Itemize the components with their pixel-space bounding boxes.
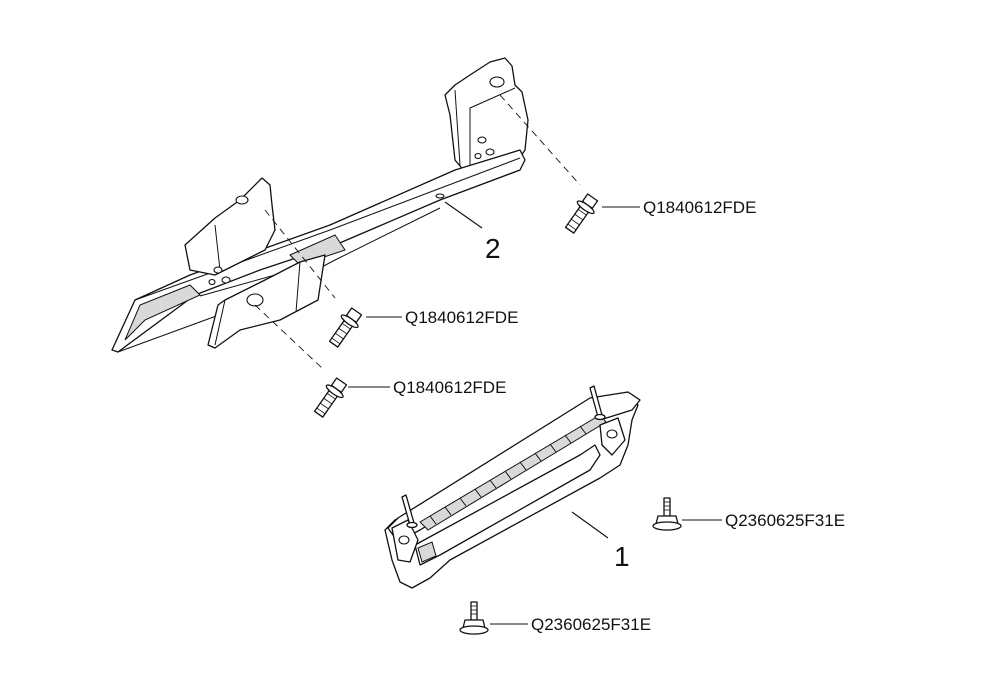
assembly-line-lower bbox=[254, 304, 323, 369]
leader-part-1 bbox=[571, 511, 609, 539]
handle-stud-right bbox=[589, 385, 606, 421]
bolt-middle bbox=[328, 307, 363, 348]
fastener-code-middle: Q1840612FDE bbox=[405, 308, 518, 327]
part-number-2: 2 bbox=[485, 233, 501, 264]
nut-bottom bbox=[459, 601, 489, 635]
fastener-code-upper-right: Q1840612FDE bbox=[643, 198, 756, 217]
assembly-line-upper-right bbox=[499, 94, 581, 186]
fastener-code-lower: Q1840612FDE bbox=[393, 378, 506, 397]
nut-right bbox=[652, 497, 682, 531]
part-number-1: 1 bbox=[614, 541, 630, 572]
bracket-part-2 bbox=[111, 57, 529, 353]
bolt-lower bbox=[313, 377, 348, 418]
handle-part-1 bbox=[384, 385, 641, 589]
assembly-line-middle bbox=[264, 209, 336, 299]
handle-stud-left bbox=[401, 494, 418, 529]
bolt-upper-right bbox=[564, 193, 599, 234]
leader-part-2 bbox=[444, 201, 483, 229]
fastener-code-nut-right: Q2360625F31E bbox=[725, 511, 845, 530]
fastener-code-nut-bottom: Q2360625F31E bbox=[531, 615, 651, 634]
